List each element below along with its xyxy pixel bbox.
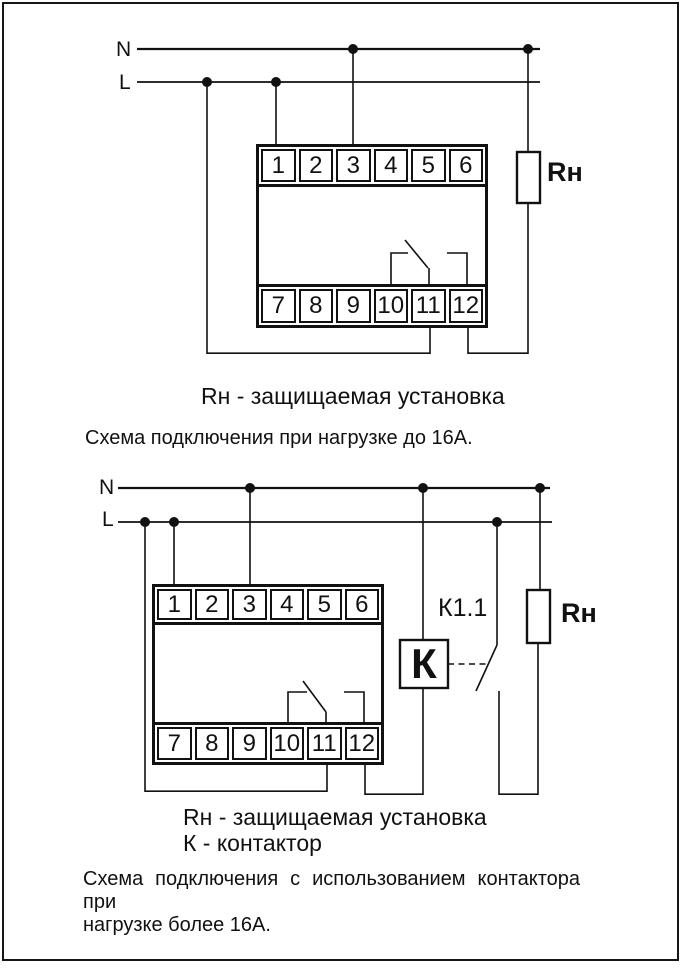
legend-diagram1: Rн - защищаемая установка [201, 383, 505, 409]
n-bus-label-2: N [99, 476, 115, 499]
terminal-number: 11 [311, 729, 337, 757]
terminal-cell: 12 [448, 289, 483, 323]
terminal-cell: 9 [232, 727, 267, 760]
terminal-number: 12 [348, 729, 376, 757]
load-resistor-label-1: Rн [547, 157, 583, 187]
terminal-number: 10 [377, 292, 405, 319]
terminal-number: 6 [459, 151, 473, 179]
terminal-number: 1 [167, 590, 181, 618]
terminal-number: 10 [273, 729, 301, 757]
terminal-cell: 7 [261, 289, 296, 323]
caption-diagram2-line1: Схема подключения с использованием конта… [83, 868, 580, 913]
caption-diagram1: Схема подключения при нагрузке до 16А. [85, 427, 473, 449]
terminal-number: 2 [309, 151, 323, 179]
load-resistor-label-2: Rн [561, 598, 597, 628]
terminal-row-1-6-diagram2: 1 2 3 4 5 6 [152, 584, 384, 625]
terminal-cell: 8 [194, 727, 229, 760]
n-bus-label-1: N [116, 38, 132, 61]
terminal-row-7-12-diagram2: 7 8 9 10 11 12 [152, 722, 384, 765]
terminal-number: 1 [271, 151, 285, 179]
terminal-cell: 3 [232, 589, 267, 620]
terminal-number: 5 [421, 151, 435, 179]
terminal-number: 8 [205, 729, 219, 757]
terminal-cell: 2 [194, 589, 229, 620]
terminal-number: 12 [452, 292, 480, 319]
terminal-cell: 9 [336, 289, 371, 323]
terminal-cell: 1 [261, 149, 296, 182]
terminal-number: 2 [205, 590, 219, 618]
terminal-cell: 7 [157, 727, 192, 760]
terminal-cell: 5 [411, 149, 446, 182]
terminal-number: 4 [384, 151, 398, 179]
terminal-row-1-6-diagram1: 1 2 3 4 5 6 [256, 144, 488, 187]
terminal-number: 9 [242, 729, 256, 757]
terminal-cell: 8 [298, 289, 333, 323]
terminal-number: 6 [355, 590, 369, 618]
terminal-cell: 4 [269, 589, 304, 620]
l-bus-label-1: L [119, 71, 131, 94]
terminal-cell: 6 [448, 149, 483, 182]
caption-diagram2: Схема подключения с использованием конта… [83, 868, 580, 937]
terminal-number: 5 [317, 590, 331, 618]
contactor-contact-label: К1.1 [438, 594, 488, 622]
terminal-row-7-12-diagram1: 7 8 9 10 11 12 [256, 284, 488, 328]
terminal-cell: 5 [307, 589, 342, 620]
legend-coil-diagram2: К - контактор [183, 830, 322, 856]
terminal-cell: 6 [344, 589, 379, 620]
terminal-number: 11 [415, 292, 441, 319]
terminal-number: 9 [346, 292, 360, 319]
contactor-coil-label: К [411, 640, 437, 687]
legend-load-diagram2: Rн - защищаемая установка [183, 804, 487, 830]
caption-diagram2-line2: нагрузке более 16А. [83, 914, 271, 936]
terminal-number: 7 [271, 292, 285, 319]
terminal-number: 8 [309, 292, 323, 319]
terminal-cell: 4 [373, 149, 408, 182]
page-border [2, 2, 679, 961]
terminal-cell: 10 [269, 727, 304, 760]
terminal-cell: 11 [411, 289, 446, 323]
terminal-cell: 12 [344, 727, 379, 760]
terminal-cell: 10 [373, 289, 408, 323]
l-bus-label-2: L [102, 508, 114, 531]
terminal-cell: 3 [336, 149, 371, 182]
terminal-cell: 2 [298, 149, 333, 182]
terminal-number: 3 [242, 590, 256, 618]
terminal-cell: 11 [307, 727, 342, 760]
terminal-number: 4 [280, 590, 294, 618]
terminal-number: 7 [167, 729, 181, 757]
terminal-number: 3 [346, 151, 360, 179]
terminal-cell: 1 [157, 589, 192, 620]
